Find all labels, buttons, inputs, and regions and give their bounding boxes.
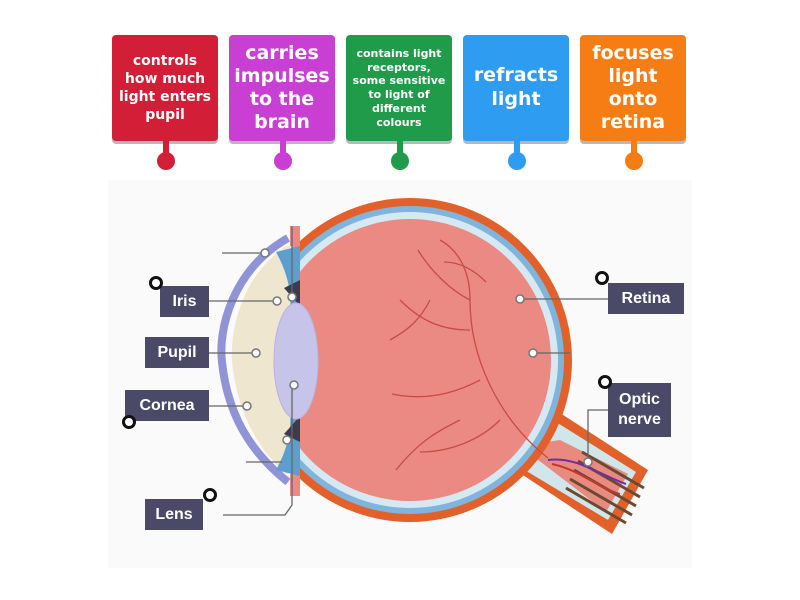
label-cornea-text: Cornea: [139, 396, 195, 414]
card-4[interactable]: focuses light onto retina: [580, 35, 686, 141]
card-1-pin-stem: [280, 141, 286, 155]
lens: [273, 302, 319, 420]
card-4-pin[interactable]: [625, 152, 643, 170]
drop-slot-retina[interactable]: [595, 271, 609, 285]
retina-blood-vessels: [389, 239, 549, 471]
label-iris: Iris: [160, 286, 209, 317]
drop-slot-lens[interactable]: [203, 488, 217, 502]
card-2-pin[interactable]: [391, 152, 409, 170]
label-retina-text: Retina: [621, 289, 671, 307]
optic-nerve-vessel-2: [551, 463, 621, 495]
card-0[interactable]: controls how much light enters pupil: [112, 35, 218, 141]
card-2-text: contains light receptors, some sensitive…: [352, 46, 446, 129]
drop-slot-iris[interactable]: [149, 276, 163, 290]
card-4-pin-stem: [631, 141, 637, 155]
label-pupil: Pupil: [145, 337, 209, 368]
card-2-pin-stem: [397, 141, 403, 155]
card-3-text: refracts light: [473, 64, 559, 110]
card-3-pin-stem: [514, 141, 520, 155]
card-0-text: controls how much light enters pupil: [118, 52, 212, 124]
label-lens-text: Lens: [155, 505, 193, 523]
optic-nerve-vessel-1: [547, 458, 627, 485]
label-optic-nerve: Optic nerve: [608, 383, 671, 437]
drop-slot-cornea[interactable]: [122, 415, 136, 429]
label-retina: Retina: [608, 283, 684, 314]
card-2[interactable]: contains light receptors, some sensitive…: [346, 35, 452, 141]
label-lens: Lens: [145, 499, 203, 530]
drop-slot-optic-nerve[interactable]: [598, 375, 612, 389]
card-0-pin-stem: [163, 141, 169, 155]
label-optic-nerve-text: Optic nerve: [618, 391, 661, 428]
cornea: [217, 234, 291, 486]
label-pupil-text: Pupil: [157, 343, 197, 361]
card-3-pin[interactable]: [508, 152, 526, 170]
card-1-pin[interactable]: [274, 152, 292, 170]
card-1[interactable]: carries impulses to the brain: [229, 35, 335, 141]
label-cornea: Cornea: [125, 390, 209, 421]
leader-lines: [209, 226, 608, 516]
label-iris-text: Iris: [172, 292, 197, 310]
pointer-dots: [242, 248, 593, 467]
card-0-pin[interactable]: [157, 152, 175, 170]
card-3[interactable]: refracts light: [463, 35, 569, 141]
vitreous-body: [269, 219, 551, 501]
card-4-text: focuses light onto retina: [592, 41, 674, 134]
card-1-text: carries impulses to the brain: [234, 41, 330, 134]
